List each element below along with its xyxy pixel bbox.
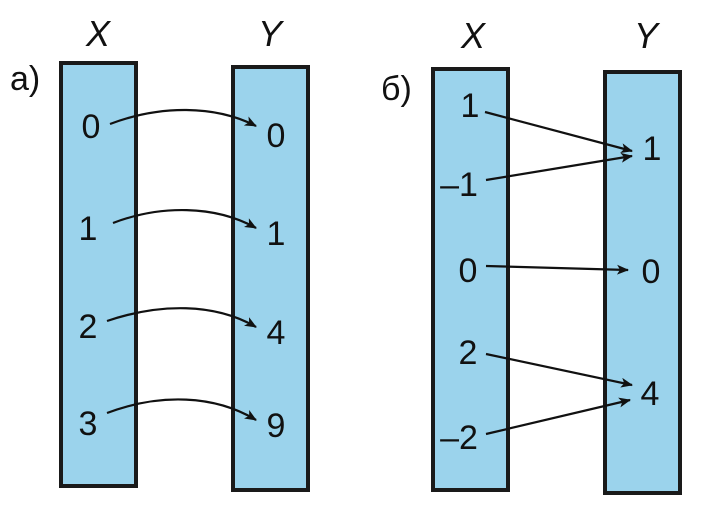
panel-b-mapping-arrow-minus1-to-1	[485, 152, 633, 182]
panel-b-x-value: –1	[440, 166, 478, 204]
panel-b-codomain-set	[603, 70, 682, 495]
panel-b-y-value: 1	[643, 130, 662, 168]
panel-b-mapping-arrow-0-to-0	[485, 264, 629, 275]
panel-a-domain-set	[59, 61, 138, 488]
panel-a-y-value: 1	[267, 215, 286, 253]
panel-b-x-value: 0	[459, 252, 478, 290]
panel-a-y-value: 9	[267, 407, 286, 445]
panel-a-mapping-arrow-3-to-9	[106, 398, 257, 421]
panel-b-x-value: 2	[459, 334, 478, 372]
panel-b-y-value: 0	[642, 253, 661, 291]
panel-a-x-value: 2	[79, 308, 98, 346]
panel-b-mapping-arrow-1-to-1	[484, 110, 633, 154]
panel-b-mapping-arrow-minus2-to-4	[485, 397, 631, 436]
panel-a-x-value: 1	[79, 210, 98, 248]
panel-a-y-value: 0	[267, 117, 286, 155]
panel-b-domain-set	[431, 67, 510, 492]
panel-b-x-value: –2	[440, 419, 478, 457]
panel-b-x-header: X	[460, 15, 487, 56]
panel-b: б) X Y 1 –1 0 2 –2 1 0 4	[381, 15, 682, 495]
panel-b-mapping-arrow-2-to-4	[485, 352, 633, 388]
panel-b-y-value: 4	[641, 375, 660, 413]
panel-a-mapping-arrow-1-to-1	[112, 208, 257, 229]
panel-a-y-header: Y	[258, 13, 285, 54]
panel-b-x-value: 1	[461, 87, 480, 125]
panel-a-x-value: 3	[79, 405, 98, 443]
panel-a-x-header: X	[85, 13, 112, 54]
panel-b-y-header: Y	[634, 15, 661, 56]
panel-a-y-value: 4	[267, 314, 286, 352]
panel-a-x-value: 0	[82, 108, 101, 146]
panel-a-mapping-arrow-2-to-4	[106, 307, 257, 328]
panel-b-label: б)	[381, 70, 412, 108]
panel-a: а) X Y 0 1 2 3 0 1 4 9	[10, 13, 310, 492]
panel-a-label: а)	[10, 60, 40, 98]
panel-a-mapping-arrow-0-to-0	[109, 108, 257, 127]
